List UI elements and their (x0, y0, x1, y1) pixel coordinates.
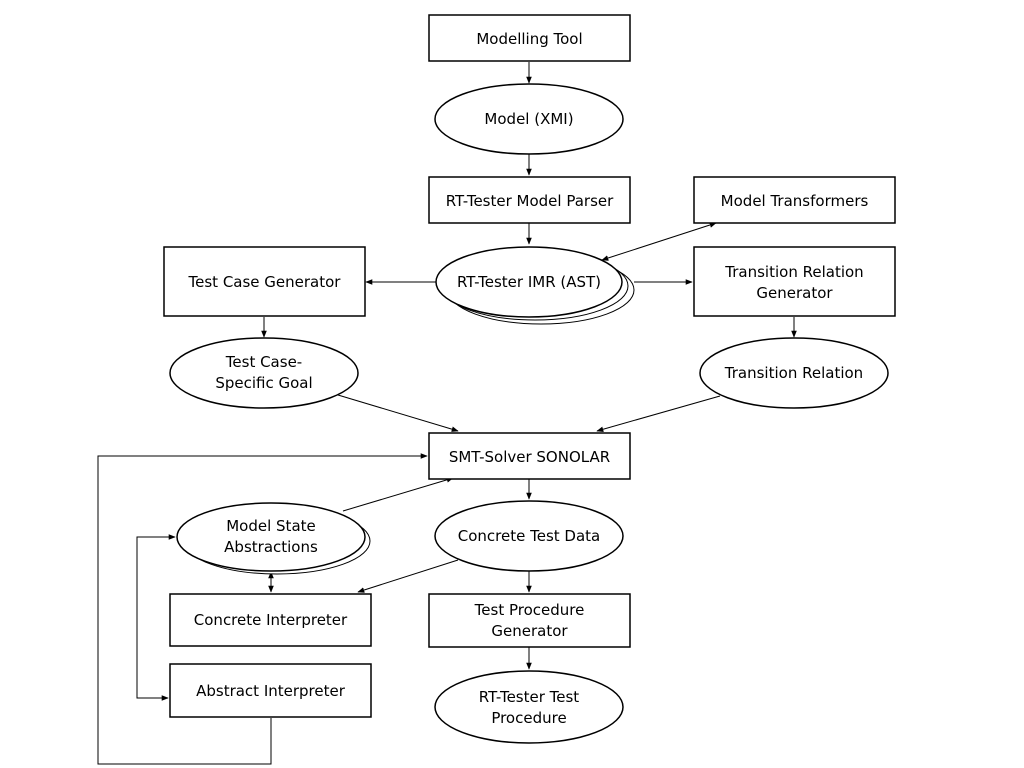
node-concrete-test-data-label: Concrete Test Data (458, 527, 600, 545)
node-test-case-specific-goal-line2: Specific Goal (215, 374, 312, 392)
node-transition-relation-generator-line2: Generator (756, 284, 833, 302)
node-model-state-abstractions-line1: Model State (226, 517, 316, 535)
node-test-case-generator-label: Test Case Generator (188, 273, 342, 291)
node-rt-tester-imr: RT-Tester IMR (AST) (435, 246, 635, 325)
node-concrete-interpreter: Concrete Interpreter (169, 593, 372, 647)
node-rt-tester-model-parser: RT-Tester Model Parser (428, 176, 631, 224)
node-smt-solver: SMT-Solver SONOLAR (428, 432, 631, 480)
node-model-state-abstractions: Model State Abstractions (176, 502, 371, 575)
edge-abstractions-to-smt (342, 477, 454, 512)
node-abstract-interpreter-label: Abstract Interpreter (196, 682, 346, 700)
node-rt-tester-test-procedure-line1: RT-Tester Test (479, 688, 580, 706)
node-model-transformers-label: Model Transformers (721, 192, 869, 210)
node-smt-solver-label: SMT-Solver SONOLAR (449, 448, 610, 466)
node-test-procedure-generator: Test Procedure Generator (428, 593, 631, 648)
node-test-procedure-generator-line2: Generator (491, 622, 568, 640)
node-modelling-tool-label: Modelling Tool (476, 30, 582, 48)
node-rt-tester-model-parser-label: RT-Tester Model Parser (446, 192, 614, 210)
node-test-procedure-generator-line1: Test Procedure (474, 601, 585, 619)
node-rt-tester-test-procedure: RT-Tester Test Procedure (434, 670, 624, 744)
node-model-state-abstractions-line2: Abstractions (224, 538, 318, 556)
node-rt-tester-imr-label: RT-Tester IMR (AST) (457, 273, 601, 291)
edge-testdata-to-concrete-interp (357, 559, 459, 593)
edge-loop-abstract-to-abstractions (136, 534, 176, 701)
node-transition-relation-generator-line1: Transition Relation (724, 263, 863, 281)
node-model-xmi-label: Model (XMI) (484, 110, 573, 128)
edges (97, 62, 797, 765)
node-concrete-interpreter-label: Concrete Interpreter (194, 611, 348, 629)
node-test-case-specific-goal: Test Case- Specific Goal (169, 337, 359, 409)
edge-relation-to-smt (596, 395, 721, 432)
node-test-case-generator: Test Case Generator (163, 246, 366, 317)
node-model-xmi: Model (XMI) (434, 83, 624, 155)
node-test-case-specific-goal-line1: Test Case- (225, 353, 302, 371)
node-concrete-test-data: Concrete Test Data (434, 500, 624, 572)
node-rt-tester-test-procedure-line2: Procedure (491, 709, 566, 727)
edge-imr-transformers (601, 222, 717, 261)
node-transition-relation: Transition Relation (699, 337, 889, 409)
edge-goal-to-smt (337, 394, 459, 432)
node-abstract-interpreter: Abstract Interpreter (169, 663, 372, 718)
edge-abstract-interp-to-smt (97, 453, 428, 765)
node-transition-relation-generator: Transition Relation Generator (693, 246, 896, 317)
node-model-transformers: Model Transformers (693, 176, 896, 224)
node-transition-relation-label: Transition Relation (724, 364, 863, 382)
node-modelling-tool: Modelling Tool (428, 14, 631, 62)
